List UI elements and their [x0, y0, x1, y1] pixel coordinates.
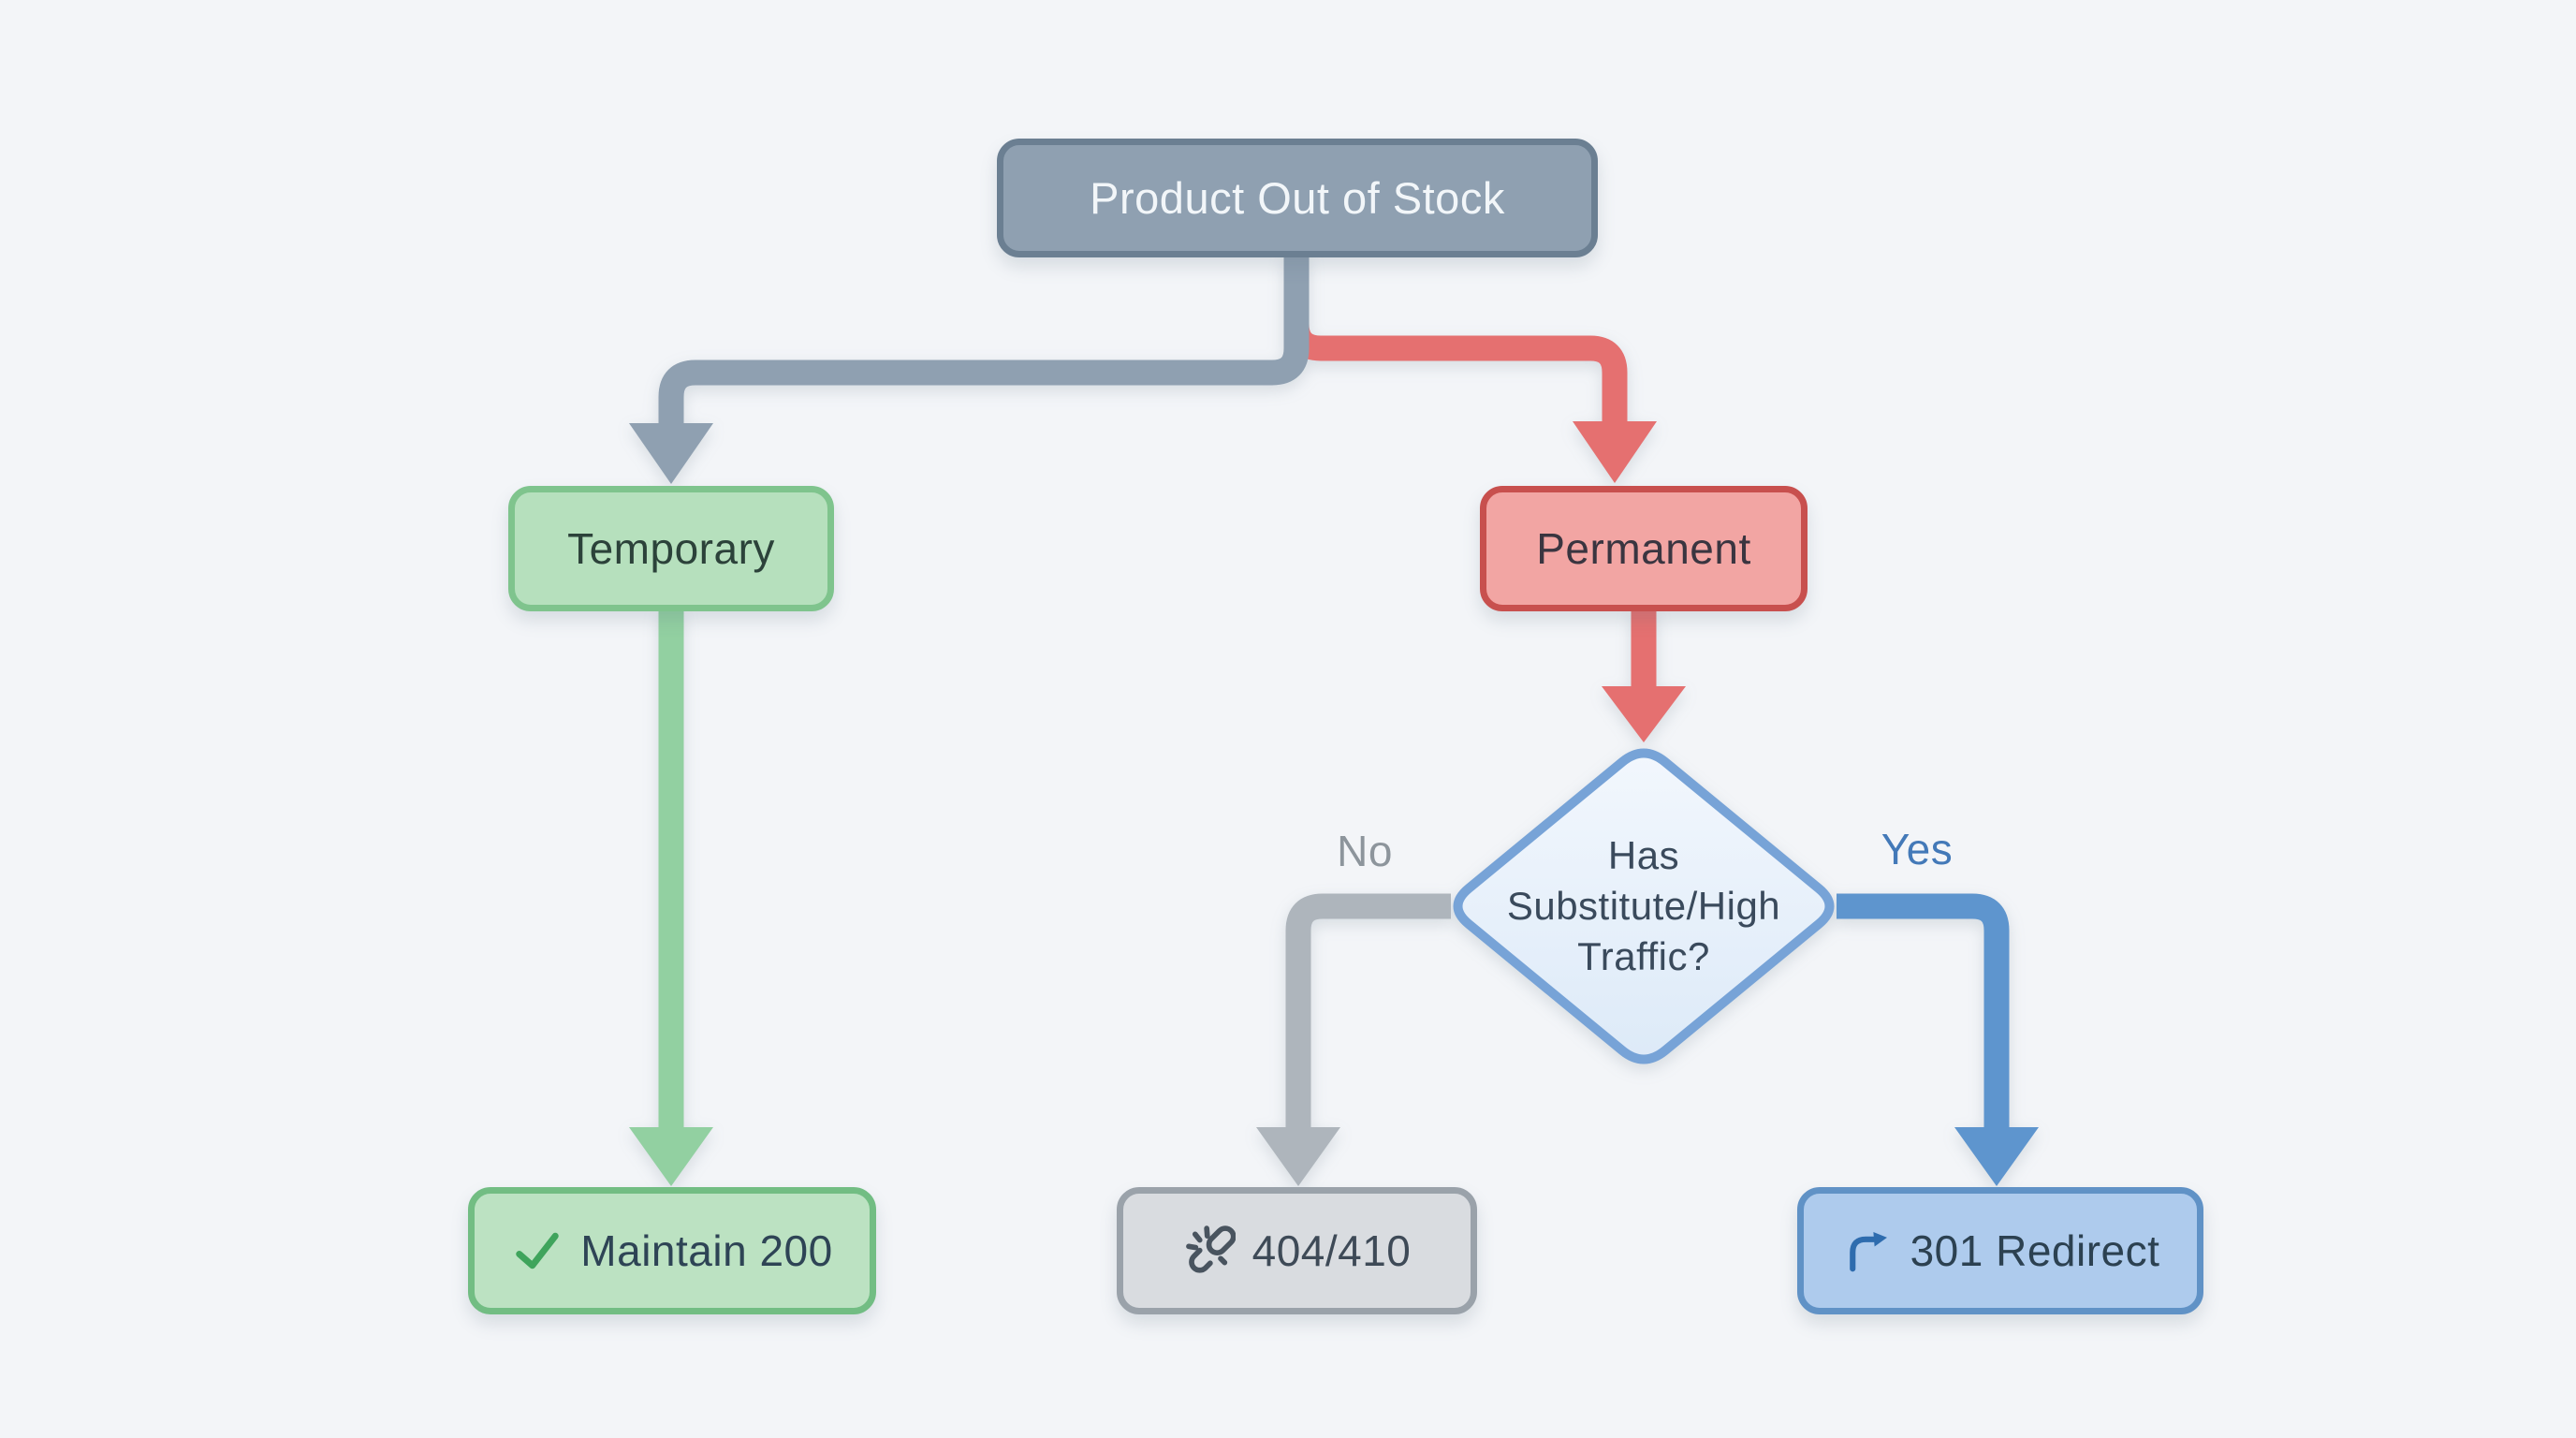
branch-label-yes: Yes — [1881, 825, 1954, 873]
node-label-temporary: Temporary — [567, 524, 775, 573]
edge-decision-to-notfound — [1285, 893, 1451, 1131]
redirect-arrow-icon — [1841, 1225, 1894, 1277]
arrowhead-maintain — [629, 1127, 713, 1186]
node-301-redirect: 301 Redirect — [1797, 1187, 2203, 1314]
node-404-410: 404/410 — [1117, 1187, 1477, 1314]
node-maintain-200: Maintain 200 — [468, 1187, 876, 1314]
node-label-301-redirect: 301 Redirect — [1910, 1226, 2160, 1275]
node-temporary: Temporary — [508, 486, 834, 611]
node-label-maintain-200: Maintain 200 — [580, 1226, 833, 1275]
arrowhead-temporary — [629, 423, 713, 484]
check-icon — [511, 1225, 564, 1277]
decision-question-line3: Traffic? — [1577, 933, 1710, 978]
edge-root-to-temporary — [658, 253, 1310, 427]
decision-diamond — [1453, 748, 1835, 1064]
node-permanent: Permanent — [1480, 486, 1808, 611]
arrowhead-permanent — [1573, 421, 1657, 483]
node-label-404-410: 404/410 — [1251, 1226, 1412, 1275]
node-product-out-of-stock: Product Out of Stock — [997, 139, 1598, 257]
node-label-product-out-of-stock: Product Out of Stock — [1090, 173, 1505, 223]
branch-label-no: No — [1337, 827, 1393, 875]
broken-link-icon — [1183, 1225, 1236, 1277]
arrowhead-notfound — [1256, 1127, 1340, 1186]
decision-question: Has Substitute/High Traffic? — [1456, 794, 1831, 1019]
arrowhead-decision — [1602, 686, 1686, 742]
edge-decision-to-redirect — [1837, 893, 2010, 1131]
arrowhead-redirect — [1954, 1127, 2039, 1186]
decision-question-line2: Substitute/High — [1506, 884, 1781, 929]
decision-question-line1: Has — [1607, 833, 1680, 878]
edge-root-to-permanent — [1283, 281, 1628, 425]
node-label-permanent: Permanent — [1536, 524, 1751, 573]
